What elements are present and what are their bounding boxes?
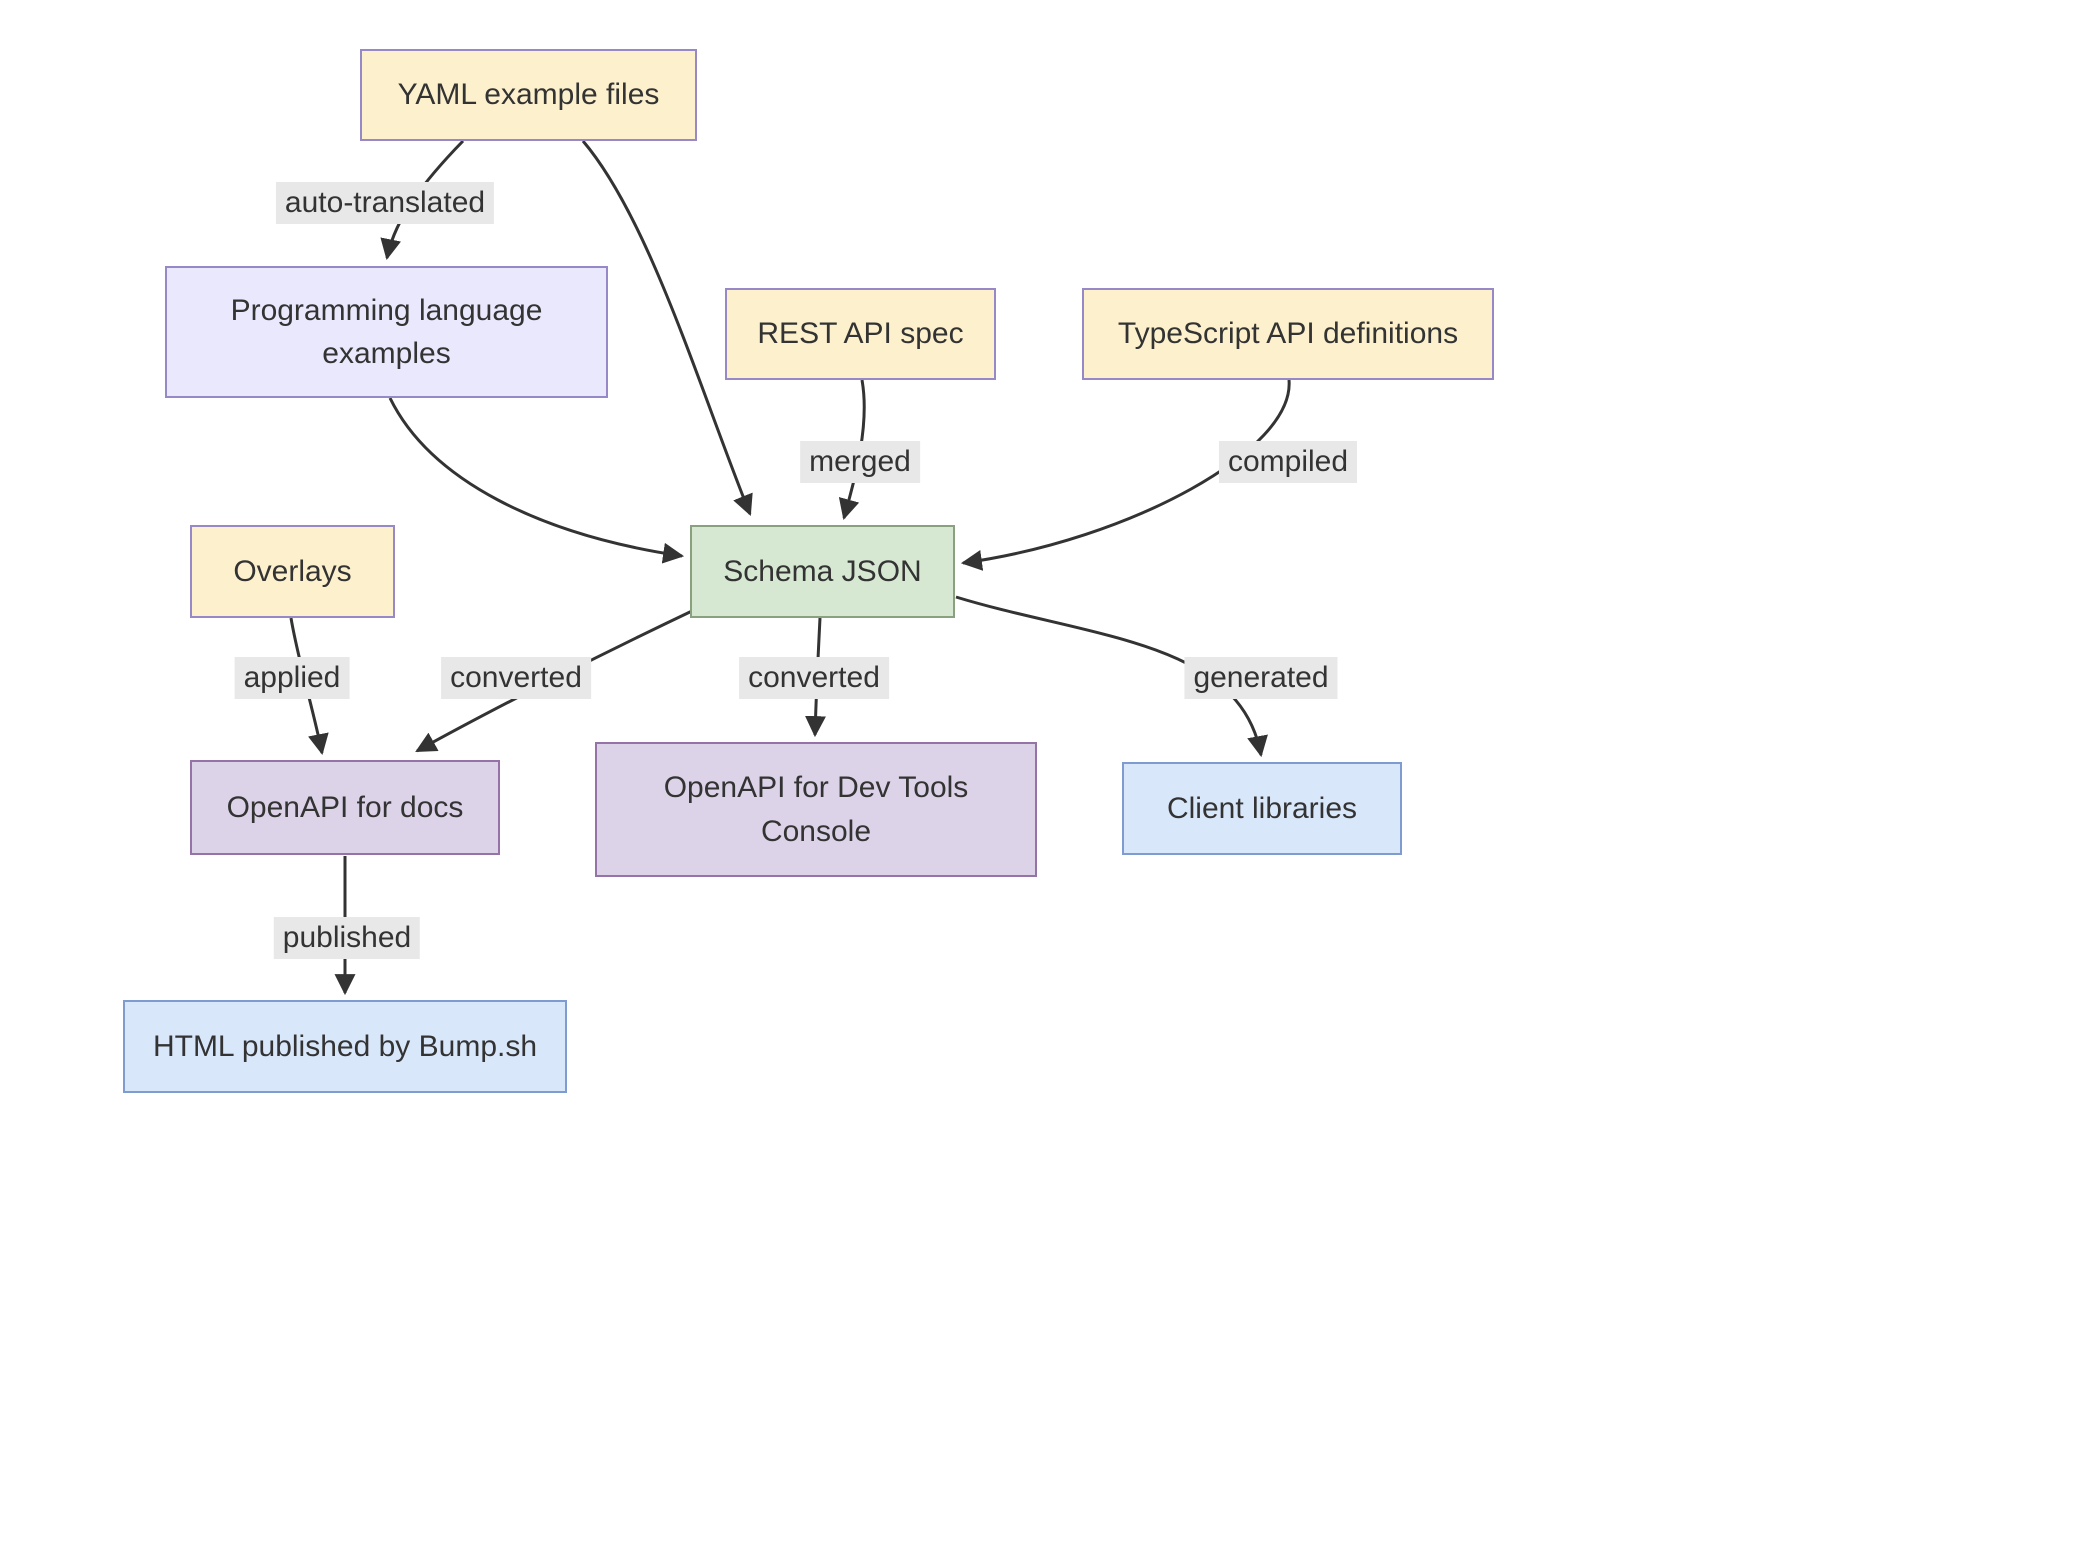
edge-label-published: published [273,917,421,959]
edge-label-generated: generated [1184,657,1338,699]
node-client-libraries: Client libraries [1122,762,1402,855]
node-openapi-for-docs: OpenAPI for docs [190,760,500,855]
node-rest-api-spec: REST API spec [725,288,996,380]
edge-label-applied: applied [234,657,350,699]
node-html-published-by-bumpsh: HTML published by Bump.sh [123,1000,567,1093]
edge-typescript-definitions-to-schema-json [960,379,1291,571]
edge-label-compiled: compiled [1218,441,1358,483]
node-openapi-dev-tools-console: OpenAPI for Dev Tools Console [595,742,1037,877]
edge-label-merged: merged [800,441,920,483]
node-overlays: Overlays [190,525,395,618]
edge-schema-json-to-client-libraries [955,595,1268,758]
edge-label-auto-translated: auto-translated [275,182,495,224]
edge-label-converted-docs: converted [441,657,591,699]
node-programming-language-examples: Programming language examples [165,266,608,398]
node-typescript-api-definitions: TypeScript API definitions [1082,288,1494,380]
edge-yaml-to-schema-json [581,140,753,516]
node-yaml-example-files: YAML example files [360,49,697,141]
edge-label-converted-devtools: converted [739,657,889,699]
edge-programming-examples-to-schema-json [388,397,685,564]
node-schema-json: Schema JSON [690,525,955,618]
